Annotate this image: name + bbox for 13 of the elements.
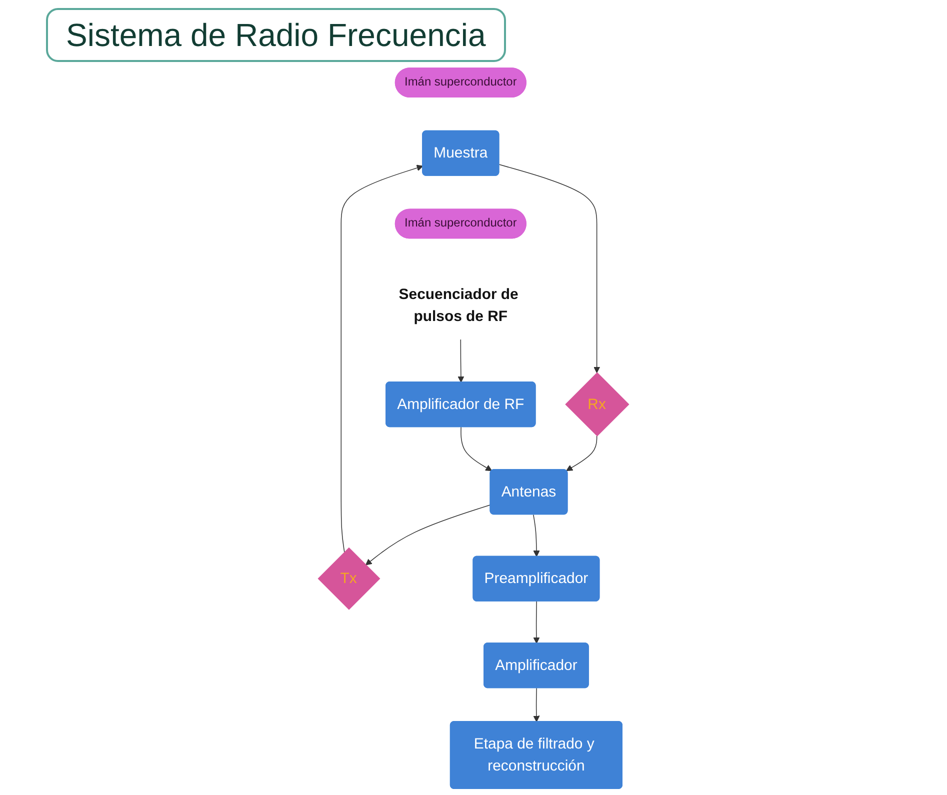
arrow bbox=[460, 427, 492, 472]
arrow bbox=[498, 164, 600, 374]
arrow bbox=[533, 514, 540, 558]
arrow bbox=[340, 165, 424, 553]
arrow bbox=[533, 688, 540, 722]
node-text: Secuenciador de pulsos de RF bbox=[398, 286, 518, 326]
node-diamond: Rx bbox=[565, 372, 630, 437]
arrow bbox=[566, 436, 598, 472]
title: Sistema de Radio Frecuencia bbox=[46, 8, 506, 62]
arrow bbox=[458, 339, 464, 383]
arrow bbox=[533, 601, 540, 644]
node-diamond: Tx bbox=[318, 548, 380, 610]
arrow bbox=[365, 504, 491, 566]
